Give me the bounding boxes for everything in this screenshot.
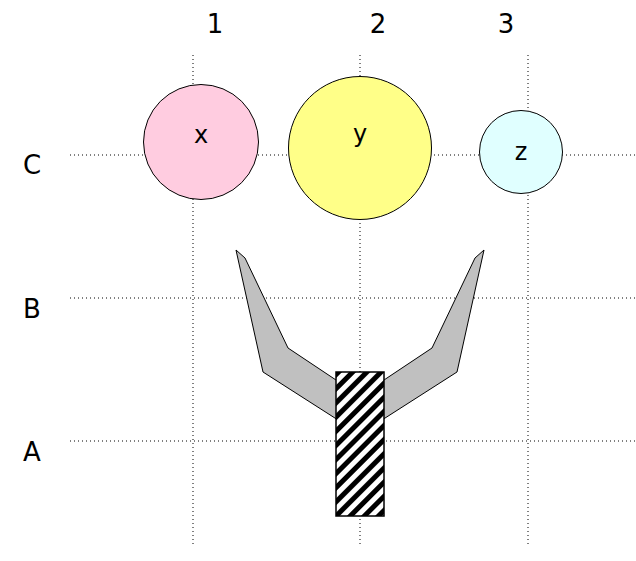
object-circle: x — [143, 84, 259, 200]
object-letter: x — [194, 123, 208, 147]
object-letter: z — [515, 140, 528, 164]
column-label: 2 — [370, 11, 387, 37]
object-letter: y — [353, 122, 367, 146]
object-circle: y — [288, 76, 432, 220]
column-label: 3 — [498, 11, 515, 37]
row-label: C — [23, 152, 41, 178]
column-label: 1 — [207, 11, 224, 37]
row-label: B — [23, 296, 41, 322]
row-label: A — [23, 439, 41, 465]
object-circle: z — [479, 110, 563, 194]
gripper-wrist — [336, 372, 384, 516]
grid-lines — [70, 55, 636, 545]
